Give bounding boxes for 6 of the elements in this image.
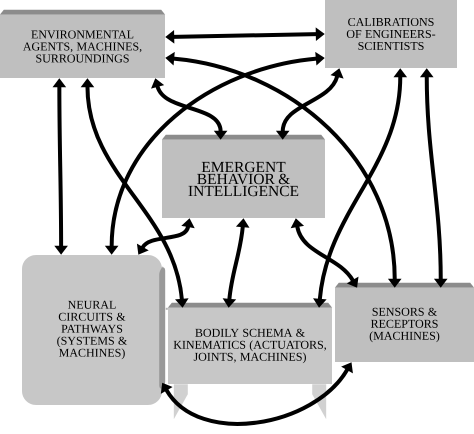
- box: SENSORS & RECEPTORS (MACHINES): [334, 282, 474, 362]
- box: BODILY SCHEMA & KINEMATICS (ACTUATORS, JOINTS, MACHINES): [166, 302, 332, 420]
- box: EMERGENT BEHAVIOR & INTELLIGENCE: [162, 134, 326, 218]
- box: ENVIRONMENTAL AGENTS, MACHINES, SURROUNDINGS: [0, 10, 166, 78]
- box: NEURAL CIRCUITS & PATHWAYS (SYSTEMS & MACHINES): [22, 255, 166, 405]
- box: CALIBRATIONS OF ENGINEERS-SCIENTISTS: [325, 0, 457, 68]
